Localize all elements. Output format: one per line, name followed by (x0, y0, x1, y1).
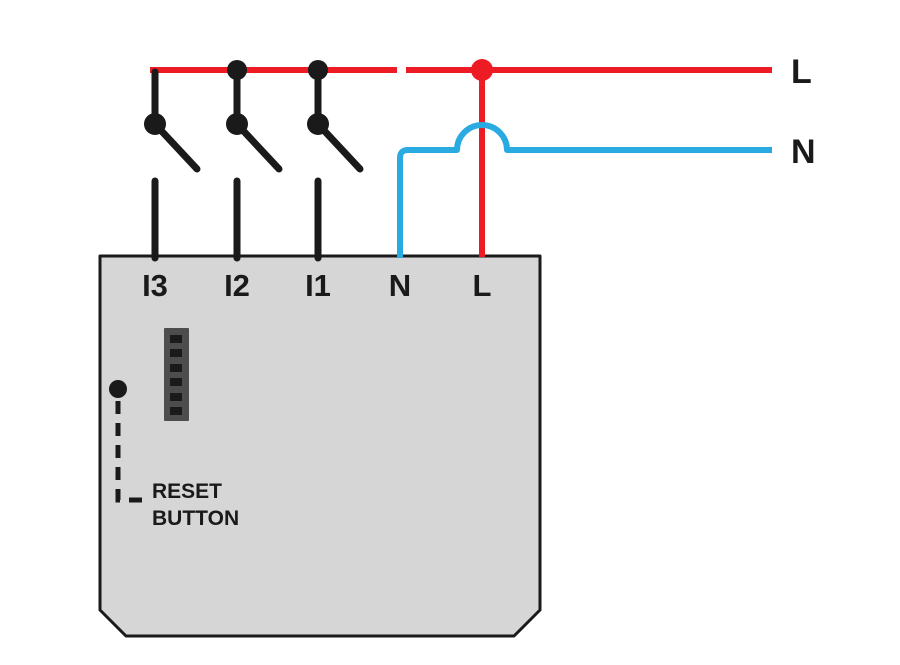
terminal-labels: I3 I2 I1 N L (142, 268, 491, 303)
reset-button-dot (109, 380, 127, 398)
terminal-label-i1: I1 (305, 268, 331, 303)
live-junction-dot (471, 59, 493, 81)
reset-label-line2: BUTTON (152, 507, 239, 530)
pin-header-pin (170, 378, 182, 386)
switch-3 (307, 60, 364, 262)
pin-header-pin (170, 335, 182, 343)
reset-leader-line (115, 401, 144, 503)
reset-button-callout: RESET BUTTON (109, 380, 239, 530)
terminal-label-n: N (389, 268, 411, 303)
reset-label-line1: RESET (152, 480, 222, 503)
pin-header-icon (164, 328, 189, 421)
terminal-label-i3: I3 (142, 268, 168, 303)
terminal-label-i2: I2 (224, 268, 250, 303)
neutral-wire-path (397, 122, 772, 258)
switch-lever (233, 120, 283, 173)
switch-junction-dot (227, 60, 247, 80)
switch-2 (226, 60, 283, 262)
device-body (98, 254, 542, 638)
pin-header-pin (170, 349, 182, 357)
live-wire (150, 59, 772, 257)
pin-header-pin (170, 407, 182, 415)
switch-1 (144, 68, 201, 262)
terminal-label-l: L (473, 268, 492, 303)
switch-junction-dot (308, 60, 328, 80)
neutral-wire (397, 122, 772, 258)
live-wire-label: L (791, 53, 812, 91)
switch-lever (314, 120, 364, 173)
switch-lever (151, 120, 201, 173)
pin-header-pin (170, 393, 182, 401)
pin-header-pin (170, 364, 182, 372)
neutral-wire-label: N (791, 133, 816, 171)
